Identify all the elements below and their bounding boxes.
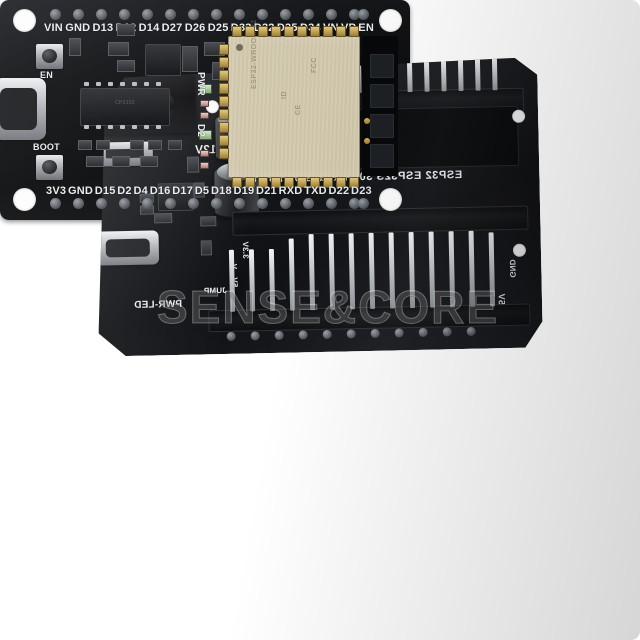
pin-label-bottom-4: D4 [133, 185, 148, 197]
devkit-mounting-hole-bl [13, 188, 36, 211]
antenna-feed-pad-1 [364, 118, 370, 124]
onboard-regulator [145, 44, 181, 76]
pin-label-bottom-13: D22 [328, 185, 350, 197]
pin-label-bottom-7: D5 [194, 185, 210, 197]
usb-c-mouth-devkit [0, 87, 37, 131]
d2-led-label: D2 [195, 124, 206, 138]
smd-part-i [117, 24, 135, 36]
pin-label-bottom-1: GND [67, 185, 93, 197]
module-mark-fcc: FCC [311, 57, 318, 73]
smd-part-h [117, 60, 135, 72]
smd-part-a [154, 213, 172, 223]
pwr-led-label: PWR [195, 72, 206, 96]
boot-button-label: BOOT [33, 142, 60, 152]
pin-label-bottom-8: D18 [210, 185, 232, 197]
pin-label-top-2: D13 [92, 22, 114, 34]
mounting-hole-tr [512, 110, 525, 123]
pin-label-bottom-3: D2 [117, 185, 132, 197]
pin-label-bottom-11: RXD [278, 185, 303, 197]
female-header-bottom [232, 206, 528, 236]
jumper-label: JUMP [203, 285, 227, 296]
d2-led [199, 130, 212, 140]
pin-label-bottom-5: D16 [149, 185, 171, 197]
module-mark-id: ID [281, 91, 288, 99]
devkit-bottom-pin-labels: 3V3 GND D15 D2 D4 D16 D17 D5 D18 D19 D21… [46, 184, 372, 198]
module-mark-ce: CE [295, 104, 302, 115]
pin-label-top-0: VIN [44, 22, 63, 34]
usb-c-connector-devkit[interactable] [0, 78, 46, 140]
smd-part-e [187, 156, 199, 172]
esp32-wroom-module: ESP32-WROOM-32 FCC CE ID [228, 19, 360, 178]
pin-label-top-6: D26 [184, 22, 206, 34]
usb-uart-chip-marking: CP2102 [115, 99, 135, 106]
smd-part-g [201, 240, 212, 255]
en-button[interactable] [36, 44, 63, 69]
devkit-mounting-hole-tr [379, 9, 402, 32]
boot-button-cap[interactable] [41, 160, 58, 174]
mounting-hole-br [513, 244, 526, 257]
en-button-label: EN [40, 70, 53, 80]
pwr-led-label-expansion: PWR-LED [133, 298, 183, 311]
pin-label-top-5: D27 [161, 22, 183, 34]
devkit-mounting-hole-tl [13, 9, 36, 32]
pin-label-bottom-14: D23 [351, 185, 372, 197]
pin-label-bottom-9: D19 [233, 185, 255, 197]
smd-cap-101a [69, 38, 81, 56]
pin-label-top-14: EN [358, 22, 374, 34]
right-rail-label-gnd: GND [507, 259, 518, 278]
pin-label-top-1: GND [65, 22, 91, 34]
pcb-antenna [362, 36, 398, 176]
pin-label-bottom-0: 3V3 [46, 185, 67, 197]
en-button-cap[interactable] [41, 49, 58, 63]
inductor-part [182, 46, 198, 72]
pin-label-bottom-6: D17 [172, 185, 194, 197]
pin-label-bottom-2: D15 [94, 185, 116, 197]
antenna-feed-pad-2 [364, 138, 370, 144]
pin-label-bottom-10: D21 [256, 185, 277, 197]
module-dot-mark [236, 44, 243, 51]
pwr-led [199, 84, 212, 94]
usb-uart-chip: CP2102 [80, 88, 170, 126]
pin-label-top-4: D14 [138, 22, 160, 34]
pin-label-top-7: D25 [207, 22, 229, 34]
boot-button[interactable] [36, 155, 63, 180]
devkit-mounting-hole-br [379, 188, 402, 211]
usb-c-mouth-expansion [105, 239, 150, 258]
usb-c-connector-expansion [96, 230, 159, 265]
smd-part-d [200, 216, 216, 226]
smd-resistor-647a [108, 42, 129, 56]
pin-label-bottom-12: TXD [304, 185, 327, 197]
